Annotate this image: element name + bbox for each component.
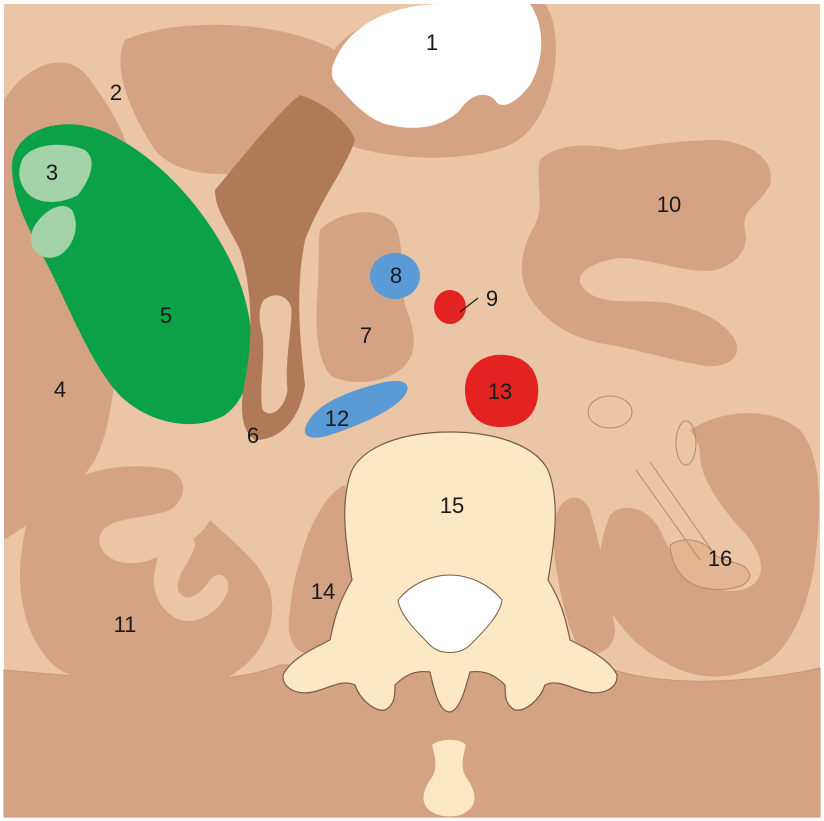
label-3: 3	[46, 160, 58, 185]
label-11: 11	[114, 612, 137, 637]
label-2: 2	[110, 80, 122, 105]
label-7: 7	[360, 323, 372, 348]
label-8: 8	[390, 263, 402, 288]
label-6: 6	[247, 423, 259, 448]
label-9: 9	[486, 286, 498, 311]
label-14: 14	[311, 579, 335, 604]
label-1: 1	[426, 30, 438, 55]
label-16: 16	[708, 546, 732, 571]
label-15: 15	[440, 493, 464, 518]
label-13: 13	[488, 379, 512, 404]
label-5: 5	[160, 303, 172, 328]
label-4: 4	[54, 377, 66, 402]
label-12: 12	[325, 406, 349, 431]
label-10: 10	[657, 192, 681, 217]
duodenum-lumen	[259, 295, 292, 414]
artery-9	[434, 290, 466, 324]
